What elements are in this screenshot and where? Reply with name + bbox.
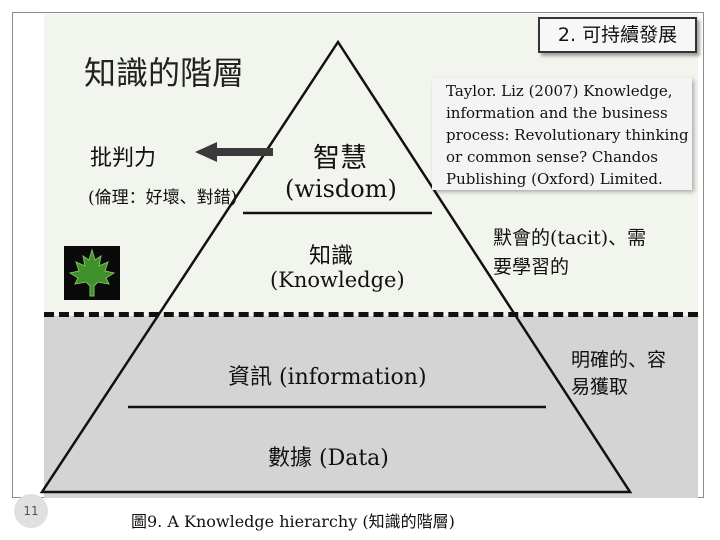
- reference-text: Taylor. Liz (2007) Knowledge, informatio…: [446, 82, 689, 188]
- maple-leaf-icon: [64, 246, 120, 300]
- left-arrow-icon: [195, 142, 273, 162]
- figure-caption: 圖9. A Knowledge hierarchy (知識的階層): [131, 512, 455, 531]
- explicit-label: 明確的、容易獲取: [571, 349, 667, 398]
- wisdom-label-en: (wisdom): [285, 175, 397, 203]
- tacit-label: 默會的(tacit)、需要學習的: [493, 227, 647, 278]
- knowledge-label-cn: 知識: [309, 244, 354, 269]
- wisdom-label-cn: 智慧: [313, 143, 367, 174]
- critical-thinking-label: 批判力: [90, 146, 157, 171]
- reference-box: [432, 78, 692, 190]
- data-label: 數據 (Data): [268, 446, 389, 471]
- page-number: 11: [14, 494, 48, 528]
- zone-divider: [44, 312, 698, 317]
- knowledge-label-en: (Knowledge): [270, 268, 405, 292]
- page-title: 知識的階層: [84, 54, 245, 92]
- pyramid-outline: [39, 39, 633, 494]
- ethics-label: (倫理：好壞、對錯): [88, 188, 238, 208]
- section-badge: 2. 可持續發展: [538, 17, 697, 53]
- information-label: 資訊 (information): [228, 365, 427, 390]
